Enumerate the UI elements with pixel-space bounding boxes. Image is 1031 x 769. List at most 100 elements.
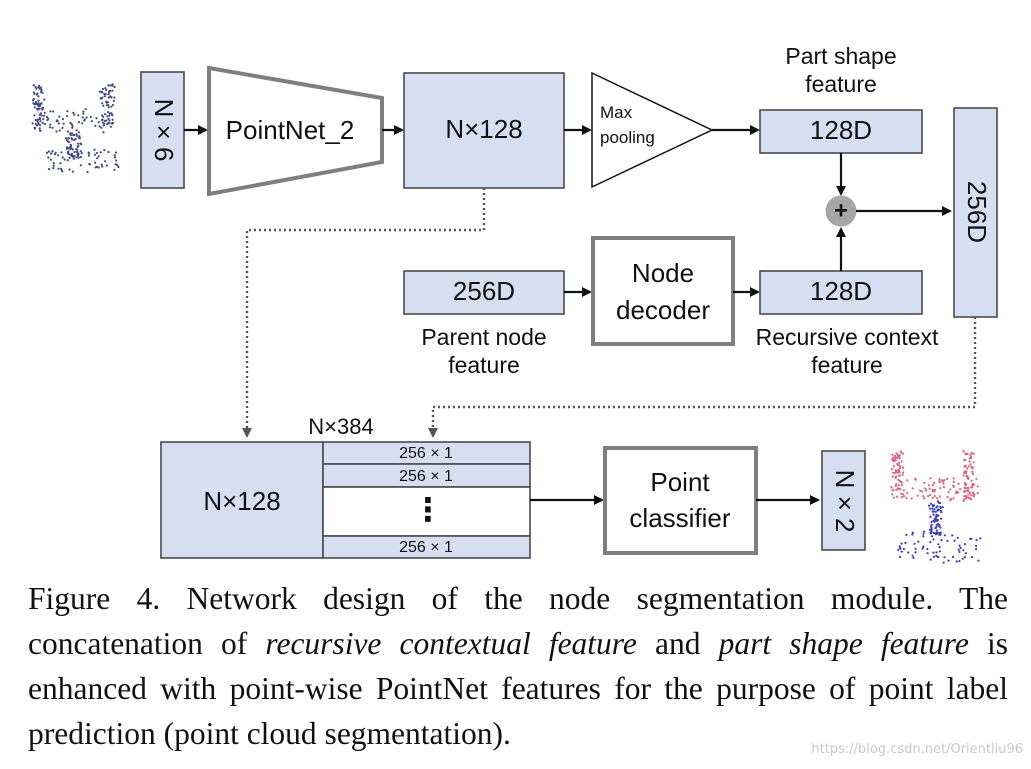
point-cloud-dot — [53, 153, 57, 156]
point-cloud-dot — [892, 489, 895, 492]
point-cloud-dot — [111, 121, 115, 125]
point-cloud-dot — [940, 539, 943, 542]
point-cloud-dot — [968, 460, 971, 463]
point-cloud-dot — [39, 120, 42, 123]
point-cloud-dot — [34, 122, 37, 126]
point-cloud-dot — [103, 95, 106, 98]
point-cloud-dot — [931, 496, 934, 499]
point-cloud-dot — [958, 560, 961, 563]
point-cloud-dot — [51, 126, 54, 129]
point-cloud-dot — [928, 528, 932, 531]
point-cloud-dot — [969, 454, 972, 457]
point-cloud-dot — [76, 142, 80, 145]
point-cloud-dot — [906, 491, 909, 494]
point-cloud-dot — [61, 126, 64, 130]
point-cloud-dot — [899, 451, 902, 454]
point-classifier-label-line1: Point — [650, 467, 710, 497]
point-cloud-dot — [40, 89, 43, 92]
point-cloud-dot — [67, 141, 70, 144]
point-cloud-dot — [900, 542, 903, 545]
point-cloud-dot — [114, 151, 118, 154]
point-cloud-dot — [911, 533, 914, 536]
point-cloud-dot — [932, 555, 935, 559]
point-cloud-dot — [897, 484, 901, 487]
point-cloud-dot — [109, 125, 112, 128]
point-cloud-dot — [929, 558, 932, 561]
point-cloud-dot — [78, 137, 82, 140]
output-dims-label: N × 2 — [830, 470, 860, 533]
figure-caption: Figure 4. Network design of the node seg… — [28, 576, 1008, 756]
point-cloud-dot — [107, 122, 110, 125]
point-cloud-dot — [943, 534, 946, 537]
part-shape-label-line2: feature — [805, 71, 877, 97]
point-cloud-dot — [894, 456, 897, 460]
point-cloud-dot — [931, 510, 934, 513]
point-cloud-dot — [71, 132, 74, 135]
point-cloud-dot — [923, 530, 926, 533]
point-cloud-dot — [971, 466, 974, 469]
point-cloud-dot — [963, 495, 966, 498]
point-cloud-dot — [33, 126, 36, 129]
point-cloud-dot — [73, 150, 76, 154]
point-cloud-dot — [70, 137, 73, 140]
point-cloud-dot — [106, 123, 109, 126]
point-cloud-dot — [61, 118, 64, 121]
point-cloud-dot — [76, 151, 79, 154]
point-cloud-dot — [67, 152, 70, 155]
point-cloud-dot — [101, 118, 104, 121]
n128-bottom-label: N×128 — [203, 486, 280, 516]
point-cloud-dot — [72, 157, 75, 160]
point-cloud-dot — [62, 122, 65, 125]
point-cloud-dot — [95, 151, 98, 155]
point-cloud-dot — [93, 148, 96, 151]
point-cloud-dot — [942, 486, 946, 489]
point-cloud-dot — [895, 488, 898, 491]
concat-256d-box — [953, 107, 998, 318]
point-cloud-dot — [45, 115, 49, 119]
point-cloud-dot — [65, 139, 68, 142]
point-cloud-dot — [938, 495, 942, 498]
point-cloud-dot — [952, 497, 955, 500]
point-cloud-dot — [897, 463, 900, 467]
point-cloud-dot — [932, 513, 935, 516]
point-cloud-dot — [928, 487, 931, 490]
point-cloud-dot — [890, 486, 893, 489]
point-cloud-dot — [81, 122, 84, 125]
point-cloud-dot — [957, 491, 960, 494]
point-cloud-dot — [90, 120, 93, 123]
point-cloud-dot — [975, 544, 978, 548]
point-cloud-dot — [972, 461, 975, 464]
point-cloud-dot — [80, 152, 83, 155]
point-cloud-dot — [912, 556, 915, 560]
point-cloud-dot — [97, 166, 100, 169]
point-cloud-dot — [83, 119, 86, 122]
point-cloud-dot — [924, 487, 927, 490]
point-cloud-dot — [107, 93, 110, 96]
point-cloud-dot — [934, 518, 938, 521]
point-cloud-dot — [82, 110, 85, 113]
point-cloud-dot — [913, 477, 917, 480]
point-cloud-dot — [935, 506, 938, 509]
point-cloud-dot — [957, 482, 960, 485]
point-cloud-dot — [965, 497, 968, 500]
point-cloud-dot — [922, 535, 925, 538]
point-cloud-dot — [41, 91, 44, 94]
point-cloud-dot — [891, 493, 894, 496]
point-cloud-dot — [70, 147, 73, 150]
point-cloud-dot — [104, 87, 107, 90]
point-cloud-dot — [947, 491, 950, 494]
point-cloud-dot — [66, 110, 69, 113]
point-cloud-dot — [911, 554, 914, 557]
point-cloud-dot — [31, 122, 34, 125]
point-cloud-dot — [965, 470, 968, 473]
point-cloud-dot — [951, 534, 954, 537]
point-cloud-dot — [927, 504, 931, 507]
input-dims-box — [140, 71, 185, 189]
point-cloud-dot — [921, 490, 924, 493]
point-cloud-dot — [93, 153, 96, 156]
n128-top-label: N×128 — [445, 114, 522, 144]
point-cloud-dot — [930, 528, 933, 531]
point-cloud-dot — [94, 166, 97, 169]
point-cloud-dot — [971, 491, 975, 494]
max-pooling-label-line1: Max — [600, 103, 633, 122]
